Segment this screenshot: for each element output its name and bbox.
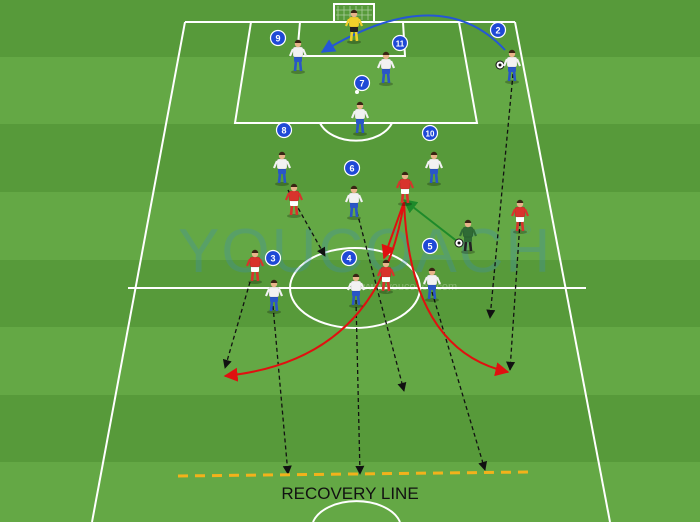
arrow-coach-pass [402,199,459,243]
soccer-ball-icon [495,60,505,70]
bottom-arc [312,500,401,522]
badge-circle [340,249,358,267]
touchline-right [514,21,611,522]
player-number: 5 [427,241,432,251]
player-number: 4 [346,253,351,263]
badge-circle [264,249,282,267]
arrow-8-run [287,189,326,257]
arrow-3-recover [272,305,292,475]
player-number: 2 [495,25,500,35]
player-number-badge: 2 [489,21,507,39]
player-number-badge: 8 [275,121,293,139]
penalty-arc [319,122,393,142]
touchline-left [91,21,186,522]
player-number-badge: 3 [264,249,282,267]
player-number: 11 [396,39,405,48]
away-player-figure [510,199,530,234]
player-number: 8 [281,125,286,135]
away-player-figure [245,249,265,284]
arrow-10-run [506,221,521,371]
home-player-figure [272,151,292,186]
player-number-badge: 4 [340,249,358,267]
away-player-figure [284,183,304,218]
badge-circle [489,21,507,39]
watermark: YOUCOACH ® www.youcoach.com [178,217,552,293]
arrow-keeper-to-9 [320,14,506,53]
home-player-figure [350,101,370,136]
arrow-5-recover [431,291,488,471]
soccer-ball-icon [454,238,464,248]
home-player-figure [502,49,522,84]
players [245,9,530,314]
red-arrow-right [403,201,510,377]
player-number-badge: 6 [343,159,361,177]
player-number: 3 [270,253,275,263]
badge-circle [421,124,439,142]
player-number: 10 [426,129,435,138]
grass-stripe [0,327,700,395]
player-number-badge: 7 [353,74,371,92]
grass-stripe [0,395,700,462]
grass-stripe [0,124,700,192]
badge-circle [421,237,439,255]
home-player-figure [346,273,366,308]
player-number-badges: 9 11 2 7 8 10 6 5 3 4 [264,21,507,267]
away-player-figure [376,259,396,294]
recovery-line-label: RECOVERY LINE [281,484,418,503]
movement-arrows [222,73,521,475]
badge-circle [275,121,293,139]
home-player-figure [376,51,396,86]
arrow-3-run [222,281,251,369]
arrow-4-recover [355,299,365,475]
coach-figure [458,219,478,254]
home-player-figure [424,151,444,186]
home-player-figure [344,185,364,220]
recovery-line [177,470,529,478]
watermark-registered: ® [522,223,531,237]
home-player-figure [422,267,442,302]
badge-circle [343,159,361,177]
player-number: 6 [349,163,354,173]
home-player-figure [264,279,284,314]
arrow-2-run [486,73,514,319]
watermark-brand: YOUCOACH [178,217,552,286]
grass-stripe [0,260,700,327]
player-number-badge: 11 [391,34,409,52]
penalty-spot [355,90,359,94]
grass-stripe [0,462,700,522]
badge-circle [391,34,409,52]
home-player-figure [288,39,308,74]
player-number-badge: 9 [269,29,287,47]
red-arrow-center [381,201,405,260]
player-number-badge: 5 [421,237,439,255]
away-player-figure [395,171,415,206]
badge-circle [353,74,371,92]
red-arrow-left [223,201,405,382]
player-number: 9 [275,33,280,43]
player-number-badge: 10 [421,124,439,142]
arrow-6-run [356,211,407,392]
grass-stripe [0,57,700,124]
center-circle [289,247,421,329]
player-number: 7 [359,78,364,88]
pass-options [223,201,510,382]
goalkeeper-figure [344,9,364,44]
badge-circle [269,29,287,47]
